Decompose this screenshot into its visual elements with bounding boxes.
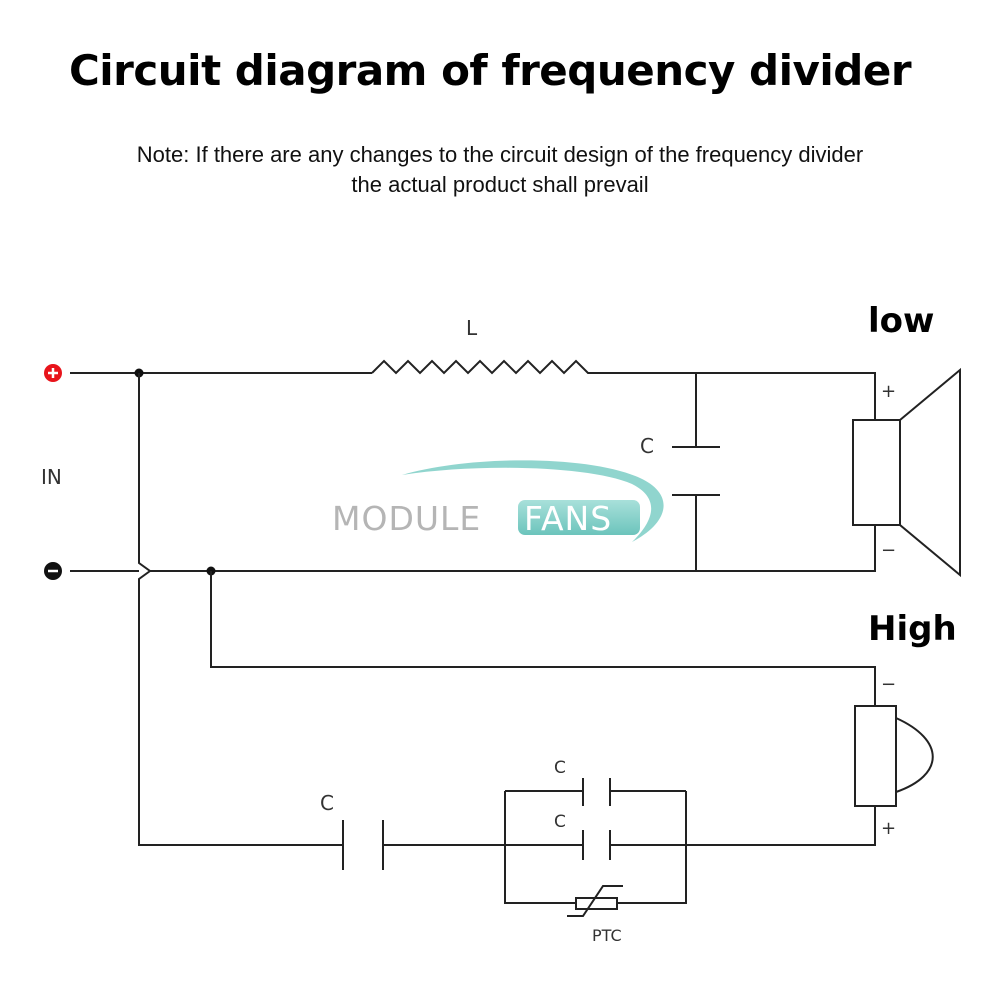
wire-crossover-hop [138,373,343,846]
ptc-diagonal [567,885,623,917]
positive-terminal [44,364,62,382]
tweeter-dome [895,717,934,793]
ptc-thermistor [567,885,623,917]
tweeter-label: High [868,609,957,649]
woofer-magnet [852,419,901,526]
input-label: IN [41,465,62,489]
woofer-plus: + [881,381,896,402]
note-line-1: Note: If there are any changes to the ci… [136,142,864,167]
series-cap-label: C [320,791,334,815]
woofer-minus: − [881,540,896,561]
wire-network-left [504,791,576,904]
tweeter-plus: + [881,818,896,839]
wire-tweeter-negative [210,571,876,706]
wire-negative-rail [70,525,876,572]
negative-terminal [44,562,62,580]
wire-pcap2 [505,806,876,846]
inductor-coil [371,359,597,375]
watermark-logo: MODULE FANS [332,460,664,542]
ptc-body [575,897,618,910]
woofer-cone [899,367,961,578]
note-line-2: the actual product shall prevail [351,172,649,197]
woofer-label: low [868,301,934,341]
watermark-text-fans: FANS [524,499,612,538]
tweeter-body [854,705,897,807]
watermark-text-module: MODULE [332,499,481,538]
watermark-fans-badge [518,500,640,535]
wire-network-right [617,791,687,904]
parallel-cap2-label: C [554,812,566,832]
low-cap-label: C [640,434,654,458]
ptc-label: PTC [592,926,622,945]
page-title: Circuit diagram of frequency divider [68,46,912,95]
parallel-cap1-label: C [554,758,566,778]
wire-inductor-to-woofer [597,372,876,420]
inductor-label: L [466,316,478,340]
tweeter-minus: − [881,674,896,695]
